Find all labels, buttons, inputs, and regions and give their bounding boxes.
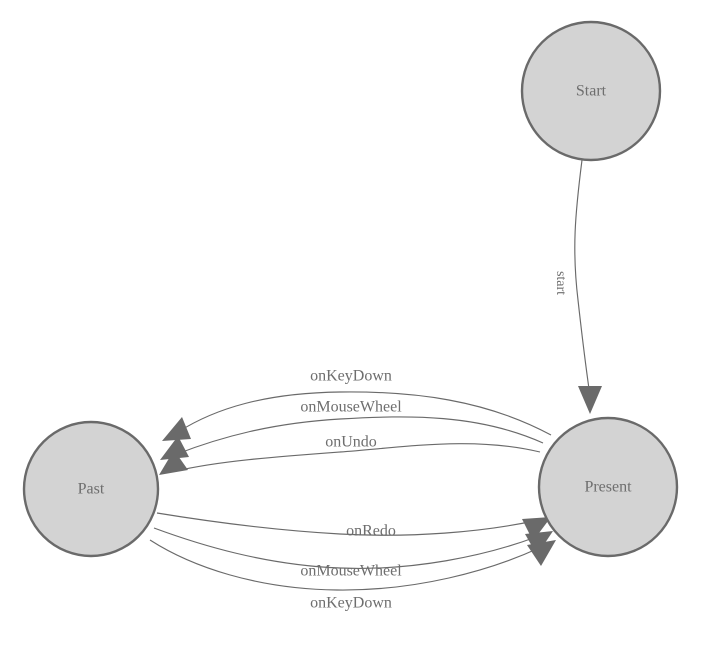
edge-label: onRedo — [346, 523, 396, 540]
arrowhead-icon — [527, 540, 556, 566]
node-present[interactable]: Present — [537, 416, 679, 558]
edge-path — [153, 527, 537, 569]
arrowhead-icon — [162, 417, 191, 441]
edge-present-to-past[interactable] — [160, 416, 544, 460]
edge-present-to-past[interactable] — [162, 391, 552, 441]
node-circle — [520, 20, 662, 162]
node-start[interactable]: Start — [520, 20, 662, 162]
edge-label: onUndo — [325, 434, 377, 451]
node-past[interactable]: Past — [22, 420, 160, 558]
edge-label: onKeyDown — [310, 595, 392, 612]
edge-label: onMouseWheel — [300, 563, 402, 580]
edges-layer — [149, 159, 602, 591]
edge-label: onMouseWheel — [300, 399, 402, 416]
edge-label: onKeyDown — [310, 368, 392, 385]
edge-labels-layer: start onKeyDown onMouseWheel onUndo onRedo on… — [300, 271, 567, 612]
edge-past-to-present[interactable] — [149, 539, 556, 591]
edge-path — [574, 159, 591, 397]
node-circle — [22, 420, 160, 558]
edge-label: start — [553, 271, 568, 295]
node-circle — [537, 416, 679, 558]
arrowhead-icon — [578, 386, 602, 414]
edge-path — [175, 443, 541, 472]
edge-path — [156, 512, 535, 536]
arrowhead-icon — [522, 517, 551, 541]
edge-present-to-past[interactable] — [159, 443, 541, 475]
edge-path — [149, 539, 540, 591]
arrowhead-icon — [159, 450, 188, 475]
edge-start-to-present[interactable] — [574, 159, 602, 414]
edge-path — [177, 391, 552, 436]
edge-past-to-present[interactable] — [153, 527, 553, 569]
edge-past-to-present[interactable] — [156, 512, 551, 541]
edge-path — [176, 416, 544, 455]
arrowhead-icon — [160, 436, 189, 460]
